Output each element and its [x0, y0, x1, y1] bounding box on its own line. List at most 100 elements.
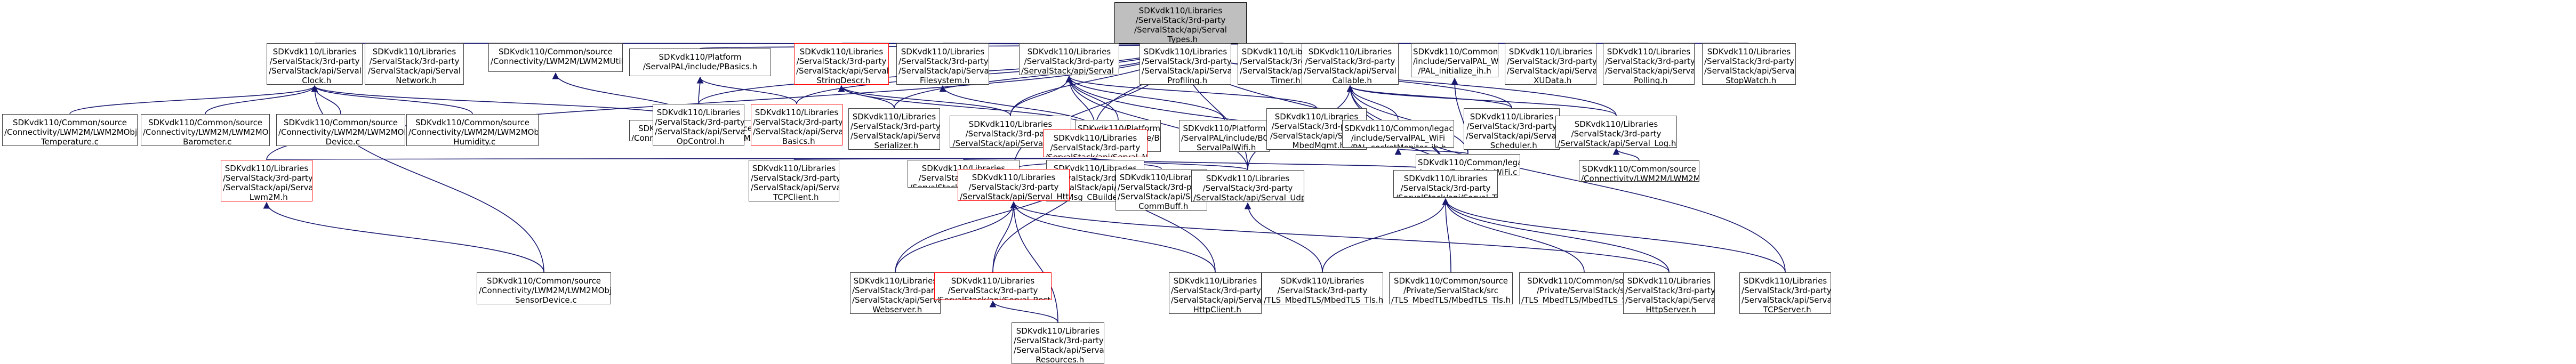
graph-node-ip[interactable]: SDKvdk110/Libraries/ServalStack/3rd-part…	[1019, 43, 1119, 75]
graph-node-profiling[interactable]: SDKvdk110/Libraries/ServalStack/3rd-part…	[1139, 43, 1231, 85]
node-label-line: /ServalStack/api/Serval_Log.h	[1558, 139, 1676, 148]
graph-node-url[interactable]: SDKvdk110/Libraries/ServalStack/3rd-part…	[950, 116, 1071, 148]
node-label-line: SDKvdk110/Libraries	[224, 164, 309, 173]
node-label-line: /ServalStack/api/Serval	[850, 131, 940, 141]
graph-node-msg[interactable]: SDKvdk110/Libraries/ServalStack/3rd-part…	[1043, 130, 1147, 157]
edge-resources-to-http	[1010, 201, 1058, 323]
node-label-line: SDKvdk110/Common/legacy	[1418, 158, 1520, 167]
node-label-line: /ServalStack/api/Serval	[898, 66, 989, 76]
node-label-line: /ServalStack/3rd-party	[1605, 56, 1695, 66]
graph-node-stopwatch[interactable]: SDKvdk110/Libraries/ServalStack/3rd-part…	[1702, 43, 1796, 85]
graph-node-basics[interactable]: SDKvdk110/Libraries/ServalStack/3rd-part…	[751, 104, 842, 145]
graph-node-webserver[interactable]: SDKvdk110/Libraries/ServalStack/3rd-part…	[850, 272, 941, 314]
node-label-line: /Private/ServalStack/src	[1536, 286, 1632, 295]
edge-sensordevice-to-lwm2m	[263, 201, 544, 273]
node-label-line: /ServalStack/3rd-party	[269, 56, 360, 66]
graph-node-temperature[interactable]: SDKvdk110/Common/source/Connectivity/LWM…	[2, 114, 138, 146]
edge-legacy-wifi-to-callable	[1346, 85, 1468, 155]
graph-node-callable[interactable]: SDKvdk110/Libraries/ServalStack/3rd-part…	[1302, 43, 1399, 85]
edge-httpclient-to-http	[1010, 201, 1216, 273]
edge-device-to-clock	[311, 85, 341, 115]
node-label-line: _OpControl.h	[672, 136, 725, 145]
graph-node-legacy-init[interactable]: SDKvdk110/Common/legacy/include/ServalPA…	[1411, 43, 1498, 77]
graph-node-socketmonitor[interactable]: SDKvdk110/Common/legacy/include/ServalPA…	[1342, 120, 1454, 148]
graph-node-palwifi[interactable]: SDKvdk110/Platform/ServalPAL/include/BCD…	[1179, 120, 1270, 152]
node-label-line: /ServalStack/3rd-party	[852, 286, 941, 295]
node-label-line: SDKvdk110/Common/source	[283, 118, 398, 127]
graph-node-pal-basics[interactable]: SDKvdk110/Platform/ServalPAL/include/PBa…	[629, 48, 771, 76]
graph-node-device[interactable]: SDKvdk110/Common/source/Connectivity/LWM…	[276, 114, 405, 146]
node-label-line: SDKvdk110/Libraries	[799, 47, 884, 56]
edge-palwifi-to-ip	[1065, 75, 1225, 120]
node-label-line: /ServalStack/3rd-party	[1625, 286, 1715, 295]
edge-log-to-callable	[1346, 85, 1617, 116]
node-label-line: _ServalPalWifi.h	[1192, 143, 1256, 152]
node-label-line: SDKvdk110/Common/source	[415, 118, 530, 127]
node-label-line: /ServalStack/3rd-party	[655, 117, 744, 127]
graph-node-resources[interactable]: SDKvdk110/Libraries/ServalStack/3rd-part…	[1012, 322, 1104, 364]
node-label-line: /ServalStack/api/Serval	[223, 183, 312, 192]
node-label-line: /Connectivity/LWM2M/LWM2MObject	[408, 127, 539, 137]
node-label-line: SDKvdk110/Common/source	[1527, 276, 1642, 286]
node-label-line: /ServalStack/api/Serval	[1304, 66, 1397, 76]
node-label-line: SDKvdk110/Platform	[1183, 124, 1266, 133]
node-label-line: SDKvdk110/Common/source	[486, 276, 601, 286]
node-label-line: SDKvdk110/Common/source	[1582, 164, 1697, 174]
edge-mbedtls-tls-c-to-tcp	[1442, 198, 1451, 273]
graph-node-sensordevice[interactable]: SDKvdk110/Common/source/Connectivity/LWM…	[477, 272, 611, 304]
graph-node-http[interactable]: SDKvdk110/Libraries/ServalStack/3rd-part…	[958, 169, 1070, 201]
node-label-line: SDKvdk110/Libraries	[951, 276, 1035, 286]
graph-node-stringdescr[interactable]: SDKvdk110/Libraries/ServalStack/3rd-part…	[794, 43, 889, 85]
node-label-line: SDKvdk110/Libraries	[1508, 47, 1593, 56]
graph-node-polling[interactable]: SDKvdk110/Libraries/ServalStack/3rd-part…	[1603, 43, 1695, 85]
node-label-line: /Connectivity/LWM2M/LWM2MObject	[143, 127, 269, 137]
graph-node-httpserver[interactable]: SDKvdk110/Libraries/ServalStack/3rd-part…	[1623, 272, 1715, 314]
graph-node-mbedtls-tls[interactable]: SDKvdk110/Libraries/ServalStack/3rd-part…	[1262, 272, 1383, 304]
node-label-line: SDKvdk110/Platform	[659, 52, 742, 62]
node-label-line: _HttpClient.h	[1189, 305, 1241, 314]
node-label-line: _Humidity.c	[449, 137, 496, 146]
graph-node-tcpclient[interactable]: SDKvdk110/Libraries/ServalStack/3rd-part…	[749, 160, 839, 201]
graph-node-barometer[interactable]: SDKvdk110/Common/source/Connectivity/LWM…	[141, 114, 270, 146]
graph-node-log[interactable]: SDKvdk110/Libraries/ServalStack/3rd-part…	[1555, 116, 1677, 148]
edge-resources-to-rest	[989, 300, 1058, 323]
edge-xudp-to-msg	[963, 157, 1096, 166]
graph-node-humidity[interactable]: SDKvdk110/Common/source/Connectivity/LWM…	[406, 114, 539, 146]
node-label-line: SDKvdk110/Libraries	[752, 164, 836, 173]
node-label-line: /ServalStack/3rd-party	[369, 56, 460, 66]
edge-mbedtls-tls-to-udp	[1244, 202, 1323, 273]
node-label-line: /ServalStack/api/Serval	[1507, 66, 1596, 76]
node-label-line: /ServalStack/api/Serval_Http.h	[960, 192, 1070, 201]
node-label-line: SDKvdk110/Common/source	[1393, 276, 1508, 286]
graph-node-xudata[interactable]: SDKvdk110/Libraries/ServalStack/3rd-part…	[1505, 43, 1596, 85]
node-label-line: /ServalStack/3rd-party	[1118, 182, 1207, 192]
graph-node-scheduler[interactable]: SDKvdk110/Libraries/ServalStack/3rd-part…	[1464, 108, 1560, 150]
node-label-line: /ServalStack/api/Serval	[1466, 131, 1559, 141]
graph-node-lwm2m-if[interactable]: SDKvdk110/Common/source/Connectivity/LWM…	[488, 43, 623, 72]
graph-node-lwm2m[interactable]: SDKvdk110/Libraries/ServalStack/3rd-part…	[221, 160, 312, 201]
graph-node-root[interactable]: SDKvdk110/Libraries/ServalStack/3rd-part…	[1114, 2, 1247, 44]
node-label-line: /ServalStack/api/Serval	[269, 66, 362, 76]
node-label-line: /ServalStack/api/Serval	[368, 66, 461, 76]
edge-webserver-to-http	[895, 201, 1017, 273]
graph-node-udp[interactable]: SDKvdk110/Libraries/ServalStack/3rd-part…	[1191, 170, 1304, 202]
node-label-line: /ServalStack/api/Serval	[1605, 66, 1695, 76]
graph-node-httpclient[interactable]: SDKvdk110/Libraries/ServalStack/3rd-part…	[1169, 272, 1262, 314]
graph-node-lwm2mmain[interactable]: SDKvdk110/Common/source/Connectivity/LWM…	[1579, 160, 1699, 182]
graph-node-tcpserver[interactable]: SDKvdk110/Libraries/ServalStack/3rd-part…	[1739, 272, 1831, 314]
graph-node-opcontrol[interactable]: SDKvdk110/Libraries/ServalStack/3rd-part…	[653, 104, 744, 145]
graph-node-network[interactable]: SDKvdk110/Libraries/ServalStack/3rd-part…	[365, 43, 464, 85]
node-label-line: _Scheduler.h	[1486, 141, 1537, 150]
graph-node-filesystem[interactable]: SDKvdk110/Libraries/ServalStack/3rd-part…	[896, 43, 989, 85]
graph-node-clock[interactable]: SDKvdk110/Libraries/ServalStack/3rd-part…	[267, 43, 363, 85]
node-label-line: SDKvdk110/Libraries	[1016, 326, 1100, 336]
node-label-line: /ServalStack/3rd-party	[1024, 56, 1114, 66]
graph-node-mbedtls-tls-c[interactable]: SDKvdk110/Common/source/Private/ServalSt…	[1389, 272, 1513, 304]
edge-mbedtls-socket-to-tcp	[1442, 198, 1585, 273]
edge-mbedtls-serval-to-ip	[1065, 75, 1317, 109]
graph-node-serializer[interactable]: SDKvdk110/Libraries/ServalStack/3rd-part…	[848, 108, 940, 150]
graph-node-tcp[interactable]: SDKvdk110/Libraries/ServalStack/3rd-part…	[1393, 170, 1498, 198]
graph-node-rest[interactable]: SDKvdk110/Libraries/ServalStack/3rd-part…	[934, 272, 1052, 300]
edge-basics-to-pal-basics	[696, 76, 797, 104]
node-label-line: /Connectivity/LWM2M/LWM2MUtil.h	[491, 56, 623, 66]
